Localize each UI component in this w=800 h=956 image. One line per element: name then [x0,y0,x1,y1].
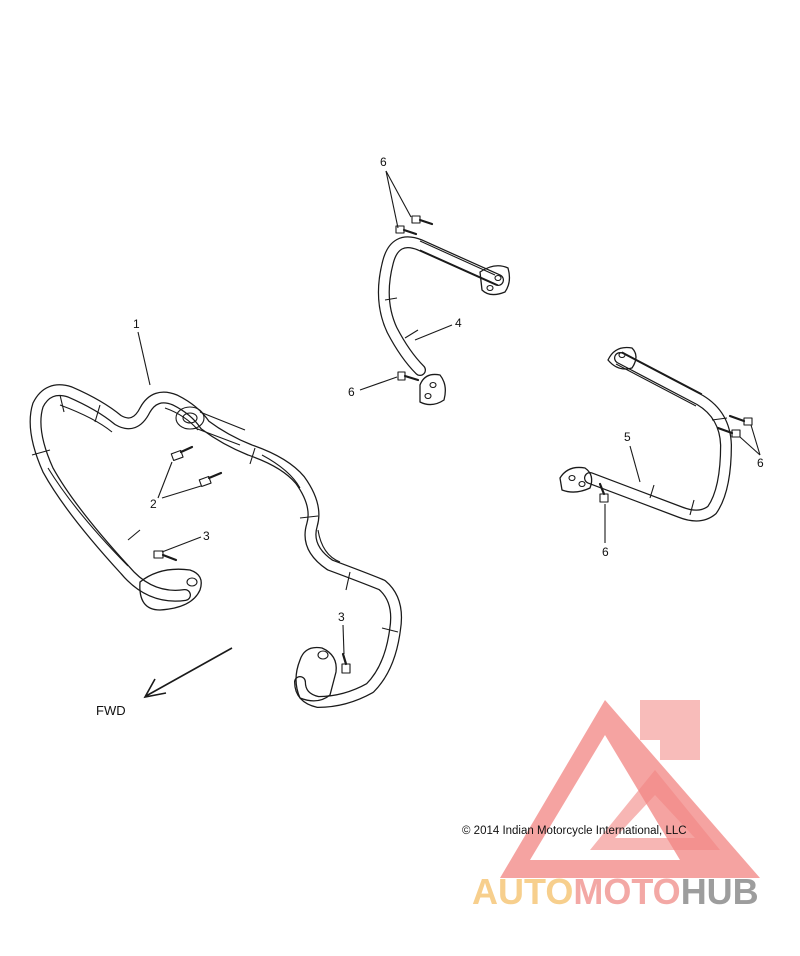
callout-2: 2 [150,461,202,511]
bolt-icon-part-2-lower [198,471,223,488]
mount-plate-bottom [419,373,446,406]
fwd-label: FWD [96,703,126,718]
svg-text:3: 3 [338,610,345,624]
bolt-icon-part-6-bottom [598,482,609,503]
bolt-icon-part-6-right-b [716,426,741,438]
part-1-front-engine-guard [29,384,403,708]
svg-text:5: 5 [624,430,631,444]
callout-6-right: 6 [739,424,764,470]
callout-6-top: 6 [380,155,412,229]
svg-text:1: 1 [133,317,140,331]
watermark-triangle-mark [640,700,700,760]
svg-text:6: 6 [348,385,355,399]
copyright-text: © 2014 Indian Motorcycle International, … [462,825,687,837]
callout-3-left: 3 [161,529,210,553]
svg-text:2: 2 [150,497,157,511]
callout-1: 1 [133,317,151,386]
bolt-icon-part-3-right [341,652,351,674]
bolt-icon-part-2-upper [170,445,194,462]
watermark-word: AUTOMOTOHUB [472,871,759,912]
watermark-logo: AUTOMOTOHUB [472,700,760,912]
callout-5: 5 [624,430,641,483]
svg-text:6: 6 [380,155,387,169]
svg-text:4: 4 [455,316,462,330]
callout-3-right: 3 [338,610,345,655]
watermark-triangle-outer [500,700,760,878]
svg-text:6: 6 [757,456,764,470]
part-4-saddlebag-guard-left [377,236,511,406]
forward-direction-arrow: FWD [96,647,233,718]
watermark-triangle-inner [590,770,720,850]
mount-bracket-right [295,646,337,702]
callout-4: 4 [414,316,462,341]
mount-plate-bottom-right [559,466,593,493]
mount-bracket-left [139,568,202,611]
mount-plate-top-right [607,346,637,370]
mount-plate-top [479,265,511,296]
cross-tube-end [175,406,205,430]
callout-6-bottom: 6 [602,504,609,559]
bolt-icon-part-6-upper-a [411,215,434,226]
svg-text:6: 6 [602,545,609,559]
bolt-icon-part-6-right-a [728,414,753,426]
callout-6-left: 6 [348,376,398,399]
bolt-icon-part-6-lower-left [397,371,420,382]
part-5-saddlebag-guard-right [559,346,732,522]
bolt-icon-part-6-upper-b [395,225,418,236]
bolt-icon-part-3-left [153,550,178,562]
svg-text:3: 3 [203,529,210,543]
